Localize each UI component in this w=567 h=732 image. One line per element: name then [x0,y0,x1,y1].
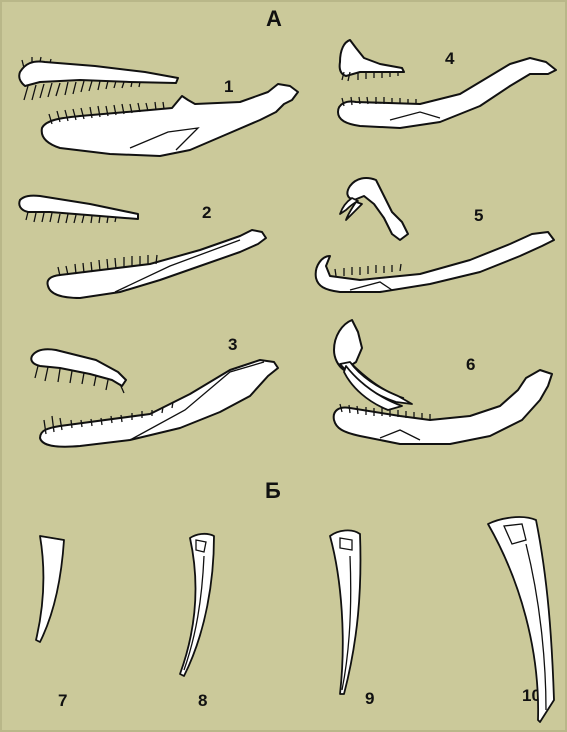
figure-10-fang [488,517,554,722]
figure-3-lower-jaw [40,360,278,447]
figure-8-fang [180,534,214,676]
figure-4-upper-jaw [340,40,404,81]
figure-1-lower-jaw [42,84,298,156]
figure-6-maxilla-fang [334,320,412,410]
figure-3-upper-jaw [31,349,126,393]
figure-5-lower-jaw [316,232,554,292]
figure-7-fang [36,536,64,642]
figure-2-lower-jaw [48,230,267,298]
figure-5-maxilla-fang [340,178,408,240]
figure-1-upper-jaw [19,57,178,100]
figure-2-upper-jaw [19,196,138,223]
figure-9-fang [330,530,360,694]
